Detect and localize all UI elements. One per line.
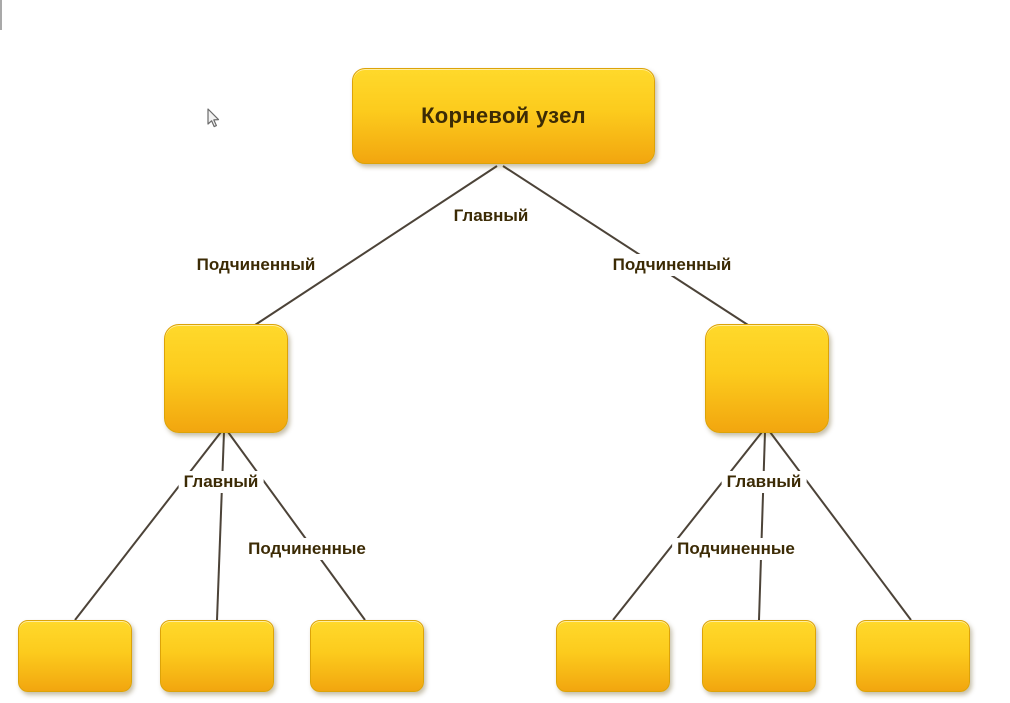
left-leaf-node-2 [160, 620, 274, 692]
edge-root-to-left-branch [254, 165, 498, 326]
right-leaf-node-1 [556, 620, 670, 692]
edge-left-branch-to-leaf-1 [74, 431, 222, 621]
left-leaf-node-3 [310, 620, 424, 692]
left-leaf-node-1 [18, 620, 132, 692]
edge-left-branch-to-leaf-2 [216, 431, 225, 621]
root-edge-label: Главный [448, 205, 534, 227]
left-branch-edge-label: Главный [178, 471, 264, 493]
root-node: Корневой узел [352, 68, 655, 164]
right-leaf-node-2 [702, 620, 816, 692]
root-node-label: Корневой узел [421, 103, 586, 128]
right-child-edge-label: Подчиненный [607, 254, 737, 276]
right-leaves-edge-label: Подчиненные [672, 538, 800, 560]
edge-right-branch-to-leaf-1 [612, 431, 763, 621]
left-child-edge-label: Подчиненный [191, 254, 321, 276]
mouse-cursor-icon [207, 108, 220, 128]
right-branch-edge-label: Главный [721, 471, 807, 493]
right-branch-node [705, 324, 829, 433]
edge-right-branch-to-leaf-2 [758, 431, 766, 621]
left-branch-node [164, 324, 288, 433]
edge-root-to-right-branch [502, 165, 749, 326]
left-leaves-edge-label: Подчиненные [243, 538, 371, 560]
edge-right-branch-to-leaf-3 [769, 431, 912, 621]
window-edge-line [0, 0, 2, 30]
edge-left-branch-to-leaf-3 [227, 431, 366, 621]
right-leaf-node-3 [856, 620, 970, 692]
